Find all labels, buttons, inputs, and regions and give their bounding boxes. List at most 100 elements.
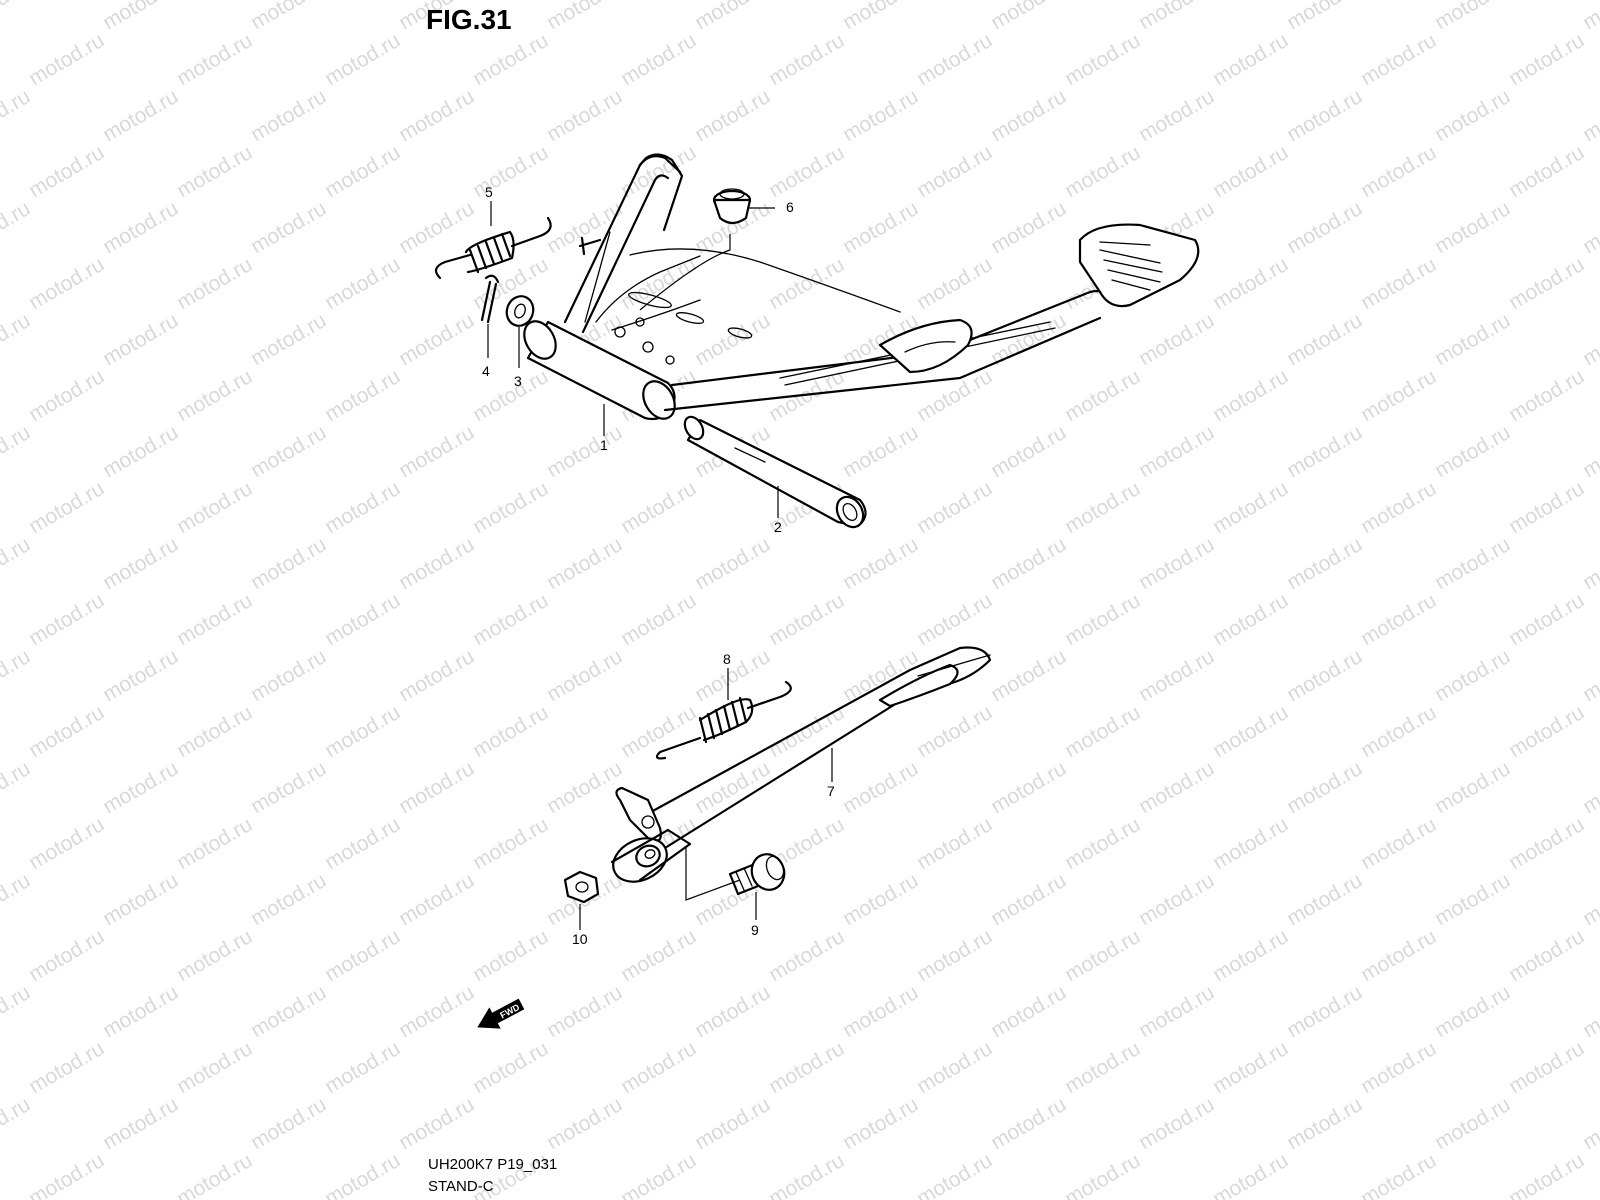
watermark-text: motod.ru (1579, 309, 1600, 370)
watermark-text: motod.ru (1579, 421, 1600, 482)
watermark-text: motod.ru (1209, 589, 1292, 650)
watermark-text: motod.ru (321, 813, 404, 874)
watermark-text: motod.ru (25, 365, 108, 426)
watermark-text: motod.ru (25, 1149, 108, 1200)
watermark-text: motod.ru (839, 533, 922, 594)
watermark-text: motod.ru (617, 477, 700, 538)
watermark-text: motod.ru (1357, 1149, 1440, 1200)
watermark-text: motod.ru (1209, 29, 1292, 90)
watermark-text: motod.ru (469, 701, 552, 762)
nut-drawing (563, 870, 600, 904)
watermark-text: motod.ru (839, 421, 922, 482)
watermark-text: motod.ru (691, 645, 774, 706)
watermark-text: motod.ru (99, 197, 182, 258)
watermark-text: motod.ru (469, 925, 552, 986)
watermark-text: motod.ru (913, 701, 996, 762)
watermark-text: motod.ru (247, 1093, 330, 1154)
callout-10: 10 (572, 931, 588, 947)
watermark-text: motod.ru (1357, 477, 1440, 538)
watermark-text: motod.ru (1283, 869, 1366, 930)
watermark-text: motod.ru (1357, 589, 1440, 650)
watermark-text: motod.ru (395, 1093, 478, 1154)
watermark-text: motod.ru (1209, 1149, 1292, 1200)
watermark-text: motod.ru (1357, 701, 1440, 762)
watermark-text: motod.ru (913, 477, 996, 538)
callout-7: 7 (827, 783, 835, 799)
watermark-text: motod.ru (987, 533, 1070, 594)
watermark-text: motod.ru (1283, 421, 1366, 482)
watermark-text: motod.ru (1209, 701, 1292, 762)
watermark-text: motod.ru (99, 421, 182, 482)
model-code: UH200K7 P19_031 (428, 1156, 558, 1173)
watermark-text: motod.ru (1283, 0, 1366, 34)
watermark-text: motod.ru (1135, 0, 1218, 34)
callout-1: 1 (600, 437, 608, 453)
watermark-text: motod.ru (1431, 757, 1514, 818)
watermark-text: motod.ru (173, 253, 256, 314)
side-stand-drawing (610, 646, 992, 883)
center-stand-spring-drawing (434, 216, 552, 280)
watermark-text: motod.ru (987, 197, 1070, 258)
watermark-text: motod.ru (469, 1037, 552, 1098)
watermark-text: motod.ru (99, 85, 182, 146)
watermark-text: motod.ru (987, 869, 1070, 930)
watermark-text: motod.ru (765, 29, 848, 90)
watermark-text: motod.ru (765, 253, 848, 314)
watermark-text: motod.ru (987, 1093, 1070, 1154)
watermark-text: motod.ru (1357, 253, 1440, 314)
watermark-text: motod.ru (1431, 85, 1514, 146)
watermark-text: motod.ru (987, 0, 1070, 34)
watermark-text: motod.ru (25, 253, 108, 314)
watermark-text: motod.ru (1505, 701, 1588, 762)
watermark-text: motod.ru (247, 197, 330, 258)
watermark-text: motod.ru (395, 197, 478, 258)
cotter-pin-drawing (480, 274, 500, 324)
watermark-text: motod.ru (543, 645, 626, 706)
watermark-text: motod.ru (25, 29, 108, 90)
watermark-text: motod.ru (1283, 645, 1366, 706)
watermark-text: motod.ru (395, 85, 478, 146)
watermark-text: motod.ru (321, 29, 404, 90)
watermark-text: motod.ru (395, 309, 478, 370)
watermark-text: motod.ru (247, 533, 330, 594)
watermark-text: motod.ru (0, 533, 34, 594)
watermark-text: motod.ru (1505, 365, 1588, 426)
watermark-text: motod.ru (0, 869, 34, 930)
watermark-text: motod.ru (617, 1149, 700, 1200)
watermark-text: motod.ru (765, 1149, 848, 1200)
watermark-text: motod.ru (1579, 197, 1600, 258)
watermark-text: motod.ru (839, 0, 922, 34)
watermark-text: motod.ru (1431, 0, 1514, 34)
watermark-text: motod.ru (1209, 813, 1292, 874)
watermark-text: motod.ru (1431, 981, 1514, 1042)
watermark-text: motod.ru (247, 981, 330, 1042)
side-stand-spring-drawing (655, 680, 792, 760)
watermark-text: motod.ru (1209, 925, 1292, 986)
watermark-text: motod.ru (395, 757, 478, 818)
watermark-text: motod.ru (1579, 533, 1600, 594)
watermark-text: motod.ru (99, 757, 182, 818)
watermark-text: motod.ru (469, 813, 552, 874)
watermark-text: motod.ru (913, 925, 996, 986)
watermark-text: motod.ru (691, 533, 774, 594)
watermark-text: motod.ru (99, 0, 182, 34)
watermark-text: motod.ru (1579, 1093, 1600, 1154)
watermark-text: motod.ru (765, 589, 848, 650)
watermark-text: motod.ru (1579, 757, 1600, 818)
watermark-text: motod.ru (321, 1037, 404, 1098)
watermark-text: motod.ru (321, 477, 404, 538)
watermark-text: motod.ru (0, 309, 34, 370)
watermark-text: motod.ru (1135, 533, 1218, 594)
watermark-text: motod.ru (1283, 85, 1366, 146)
watermark-text: motod.ru (0, 645, 34, 706)
watermark-text: motod.ru (617, 141, 700, 202)
figure-title: FIG.31 (426, 4, 512, 35)
watermark-text: motod.ru (25, 141, 108, 202)
watermark-text: motod.ru (1357, 365, 1440, 426)
callout-8: 8 (723, 651, 731, 667)
watermark-text: motod.ru (1431, 309, 1514, 370)
watermark-text: motod.ru (1135, 645, 1218, 706)
watermark-text: motod.ru (247, 645, 330, 706)
